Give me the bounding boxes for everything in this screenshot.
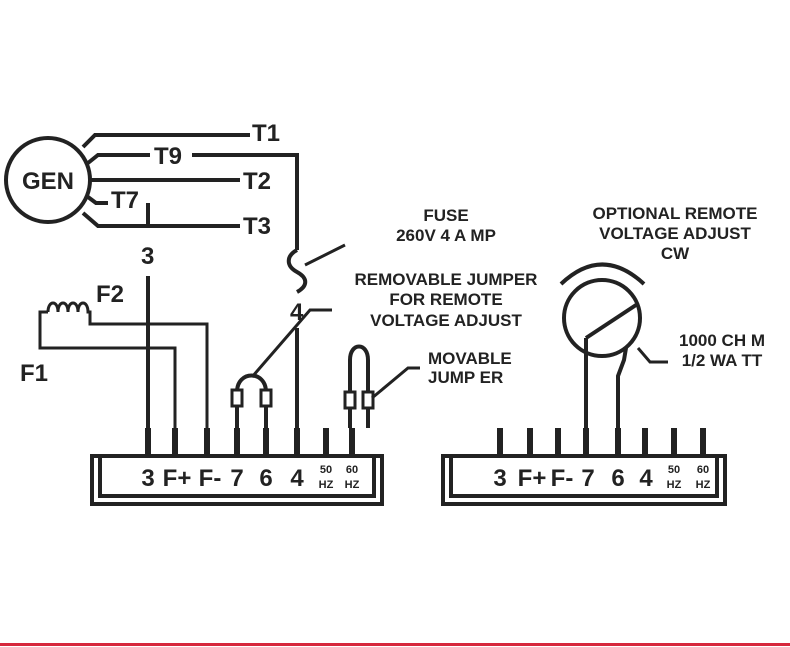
- movable-jumper-line2: JUMP ER: [428, 368, 503, 387]
- generator: GEN: [4, 136, 92, 224]
- generator-leads: T1 T9 T2 T7 T3: [81, 120, 299, 250]
- lead-t3-label: T3: [243, 213, 271, 240]
- left-terminal-label: F-: [199, 465, 222, 492]
- removable-jumper-clip-6: [259, 388, 273, 408]
- field-f1-label: F1: [20, 360, 48, 387]
- field-coil-loops: [46, 301, 209, 428]
- left-terminal-label: F+: [163, 465, 192, 492]
- left-block-labels: 3 F+ F- 7 6 4 50 HZ 60 HZ: [141, 464, 359, 492]
- lead-t1-wire: [81, 133, 250, 149]
- movable-jumper-line1: MOVABLE: [428, 349, 512, 368]
- right-terminal-label: 50: [668, 464, 680, 476]
- lead-t7-wire: [86, 195, 108, 205]
- left-terminal-label: 3: [141, 465, 154, 492]
- lead-t2-label: T2: [243, 168, 271, 195]
- fuse-pointer: [304, 243, 346, 267]
- right-block-labels: 3 F+ F- 7 6 4 50 HZ 60 HZ: [493, 464, 710, 492]
- right-terminal-sublabel: HZ: [667, 479, 682, 491]
- field-f1-wire: [38, 310, 177, 428]
- movable-jumper-pointer: [371, 366, 420, 400]
- generator-label: GEN: [22, 168, 74, 195]
- potentiometer-circle: [562, 278, 642, 358]
- lead-t1-label: T1: [252, 120, 280, 147]
- potentiometer-line2: 1/2 WA TT: [682, 351, 763, 370]
- right-block-posts: [497, 428, 706, 456]
- left-terminal-label: 60: [346, 464, 358, 476]
- lead-t7-label: T7: [111, 187, 139, 214]
- wire-3-label: 3: [141, 243, 154, 270]
- potentiometer-wiper: [584, 303, 638, 340]
- right-terminal-sublabel: HZ: [696, 479, 711, 491]
- right-terminal-label: F+: [518, 465, 547, 492]
- removable-jumper-pointer: [250, 308, 332, 378]
- removable-jumper-clip-7: [230, 388, 244, 408]
- fuse-symbol: [286, 248, 308, 294]
- left-terminal-label: 6: [259, 465, 272, 492]
- field-coil: F2 F1: [20, 281, 209, 428]
- right-terminal-label: 7: [581, 465, 594, 492]
- lead-t9-run-wire: [192, 153, 299, 250]
- removable-jumper-line2: FOR REMOTE: [389, 290, 502, 309]
- wire-4-label: 4: [290, 299, 304, 326]
- right-terminal-label: 60: [697, 464, 709, 476]
- remote-adjust-line1: OPTIONAL REMOTE: [593, 204, 758, 223]
- remote-adjust-line2: VOLTAGE ADJUST: [599, 224, 751, 243]
- removable-jumper: REMOVABLE JUMPER FOR REMOTE VOLTAGE ADJU…: [230, 270, 538, 428]
- right-terminal-block: 3 F+ F- 7 6 4 50 HZ 60 HZ: [441, 428, 727, 506]
- left-block-inner-frame: [98, 456, 376, 498]
- lead-t9-wire: [86, 153, 150, 165]
- left-block-posts: [145, 428, 355, 456]
- field-f2-label: F2: [96, 281, 124, 308]
- left-terminal-label: 4: [290, 465, 304, 492]
- left-terminal-label: 7: [230, 465, 243, 492]
- bottom-accent-rule: [0, 643, 790, 646]
- remote-voltage-adjust: OPTIONAL REMOTE VOLTAGE ADJUST CW 1000 C…: [559, 204, 765, 428]
- movable-jumper-clip-a: [343, 390, 357, 410]
- fuse-rating: 260V 4 A MP: [396, 226, 496, 245]
- movable-jumper-loop: [348, 344, 370, 428]
- wire-3: 3: [141, 203, 154, 428]
- left-terminal-block: 3 F+ F- 7 6 4 50 HZ 60 HZ: [90, 428, 384, 506]
- removable-jumper-line3: VOLTAGE ADJUST: [370, 311, 522, 330]
- left-terminal-label: 50: [320, 464, 332, 476]
- potentiometer-pointer: [636, 347, 668, 364]
- cw-arc: [559, 262, 646, 286]
- right-terminal-label: 6: [611, 465, 624, 492]
- remote-adjust-line3: CW: [661, 244, 690, 263]
- potentiometer-line1: 1000 CH M: [679, 331, 765, 350]
- lead-t3-wire: [81, 211, 240, 228]
- fuse: FUSE 260V 4 A MP: [286, 206, 496, 294]
- movable-jumper-clip-b: [361, 390, 375, 410]
- potentiometer-lead-6: [616, 347, 628, 428]
- right-terminal-label: 4: [639, 465, 653, 492]
- left-terminal-sublabel: HZ: [345, 479, 360, 491]
- right-terminal-label: 3: [493, 465, 506, 492]
- right-block-inner-frame: [449, 456, 719, 498]
- fuse-title: FUSE: [423, 206, 468, 225]
- lead-t9-label: T9: [154, 143, 182, 170]
- removable-jumper-line1: REMOVABLE JUMPER: [355, 270, 538, 289]
- left-terminal-sublabel: HZ: [319, 479, 334, 491]
- right-terminal-label: F-: [551, 465, 574, 492]
- movable-jumper: MOVABLE JUMP ER: [343, 344, 512, 428]
